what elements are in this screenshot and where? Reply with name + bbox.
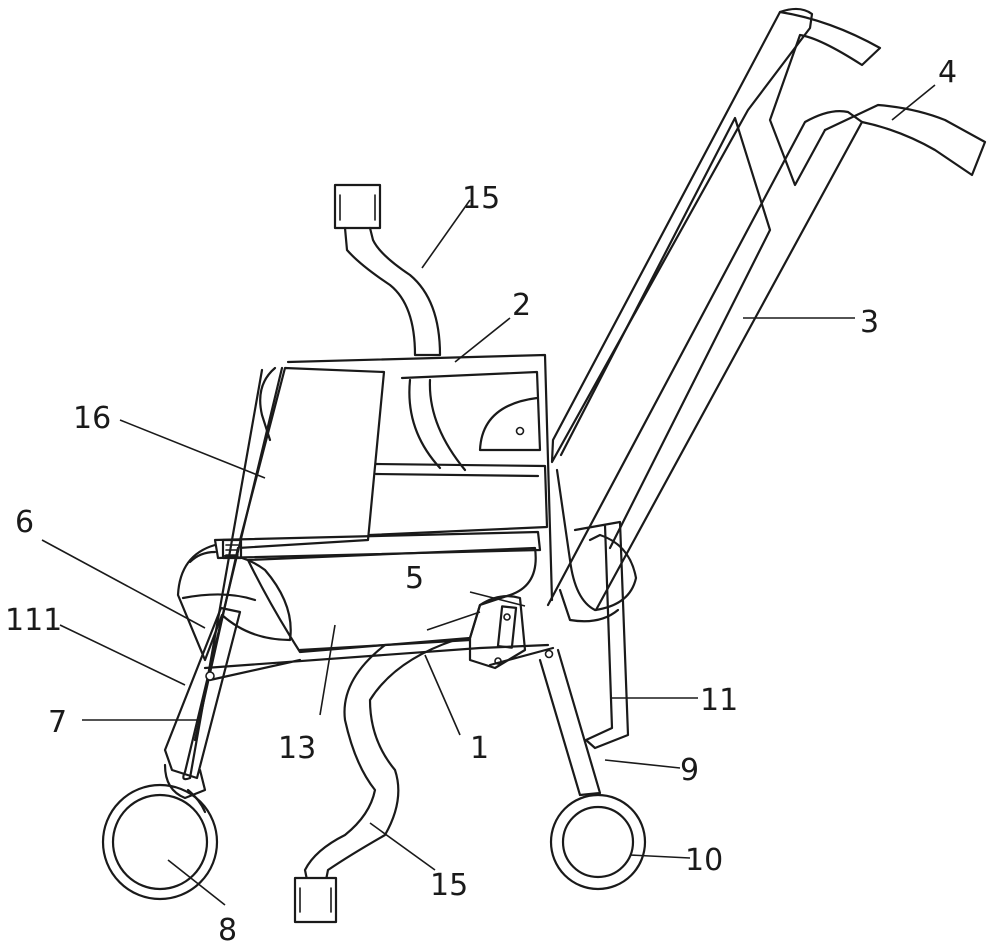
part-labels: 1 2 3 4 5 6 7 8 9 10 11 111 13 15 15 16	[5, 55, 957, 948]
label-3: 3	[860, 305, 879, 340]
label-7: 7	[48, 705, 67, 740]
leader-lines	[41, 84, 936, 906]
upper-frame	[259, 353, 554, 602]
seat-bracket	[468, 595, 555, 670]
rear-wheel	[549, 793, 647, 891]
strap-top	[333, 183, 442, 357]
strap-bottom	[293, 638, 457, 924]
label-10: 10	[685, 843, 723, 878]
handle-grip	[823, 103, 987, 177]
seat-cushion	[246, 546, 537, 654]
rear-support	[555, 468, 638, 750]
label-16: 16	[73, 401, 111, 436]
label-13: 13	[278, 731, 316, 766]
backrest-panel	[236, 366, 549, 550]
label-111: 111	[5, 603, 62, 638]
label-9: 9	[680, 753, 699, 788]
rear-leg	[538, 648, 602, 797]
label-15-bottom: 15	[430, 868, 468, 903]
front-leg	[163, 366, 284, 800]
label-5: 5	[405, 561, 424, 596]
label-15-top: 15	[462, 181, 500, 216]
label-11: 11	[700, 683, 738, 718]
label-4: 4	[938, 55, 957, 90]
label-8: 8	[218, 913, 237, 948]
label-1: 1	[470, 731, 489, 766]
label-2: 2	[512, 288, 531, 323]
push-handle-frame	[546, 7, 882, 612]
front-wheel	[101, 783, 219, 901]
label-6: 6	[15, 505, 34, 540]
